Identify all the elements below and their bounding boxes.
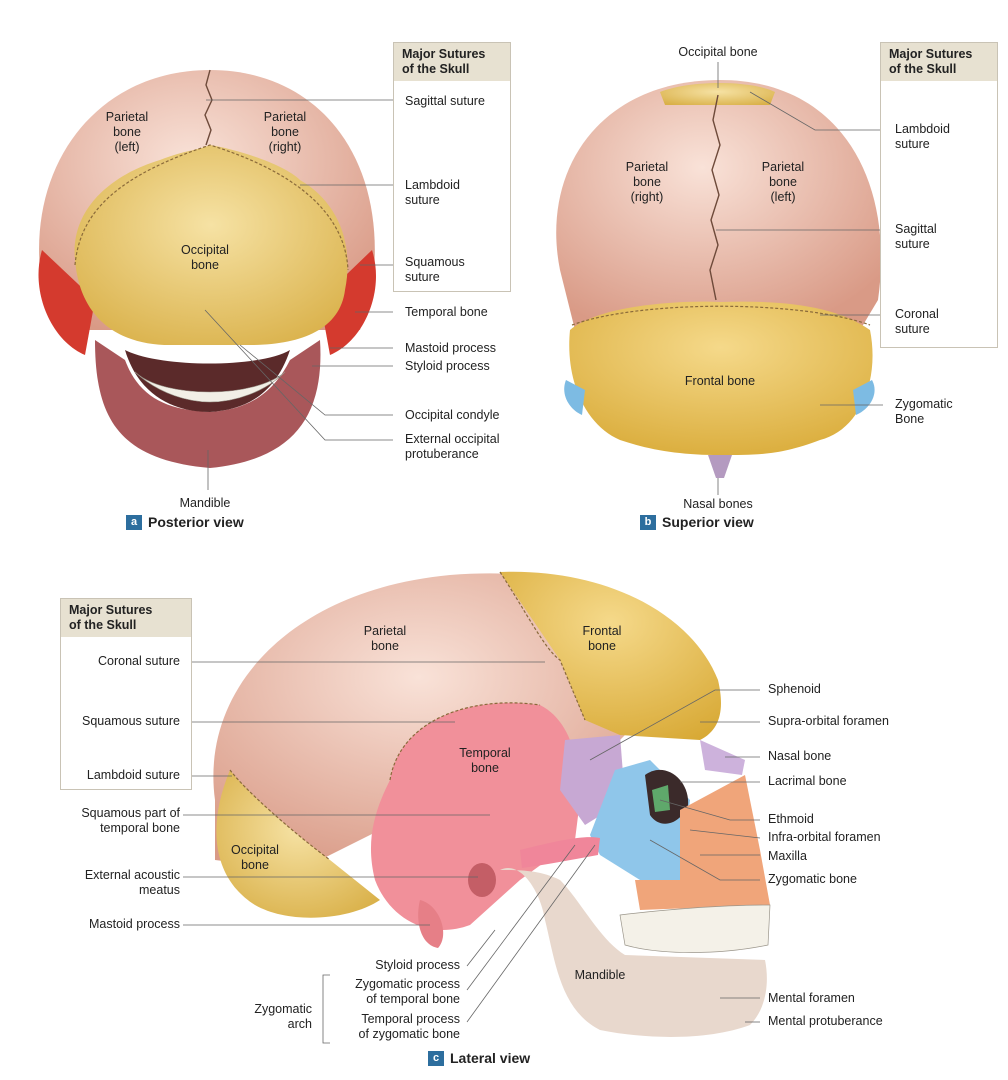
lateral-zygomatic-arch (520, 837, 600, 868)
lateral-lambdoid-suture (229, 769, 331, 861)
superior-zygomatic-right (853, 380, 875, 415)
superior-sagittal-suture (709, 94, 721, 301)
superior-label-nasal: Nasal bones (683, 497, 753, 511)
superior-sutures-box: Major Sutures of the Skull (880, 42, 998, 348)
lateral-label-lacrimal: Lacrimal bone (768, 774, 847, 788)
lateral-label-zygomatic-arch: Zygomatic arch (254, 1002, 312, 1031)
posterior-label-mastoid: Mastoid process (405, 341, 497, 355)
superior-parietal (556, 80, 882, 330)
lateral-label-supraorbital: Supra-orbital foramen (768, 714, 889, 728)
lateral-leader-lines (183, 661, 761, 1044)
posterior-mandible (95, 340, 321, 468)
lateral-label-acoustic-meatus: External acoustic meatus (84, 868, 180, 897)
lateral-ethmoid (652, 785, 670, 812)
lateral-label-zygomatic-process: Zygomatic process of temporal bone (355, 977, 460, 1006)
superior-label-occipital: Occipital bone (678, 45, 758, 59)
lateral-label-mental-foramen: Mental foramen (768, 991, 855, 1005)
posterior-suture-squamous: Squamous suture (405, 255, 465, 284)
superior-suture-lambdoid: Lambdoid suture (895, 122, 950, 151)
superior-suture-sagittal: Sagittal suture (895, 222, 937, 251)
lateral-suture-coronal: Coronal suture (98, 654, 180, 668)
lateral-label-mastoid: Mastoid process (88, 917, 180, 931)
lateral-skull (213, 571, 771, 1037)
posterior-temporal-left (38, 250, 95, 355)
posterior-suture-lambdoid: Lambdoid suture (405, 178, 460, 207)
posterior-leader-lines (204, 99, 393, 490)
superior-suture-coronal: Coronal suture (895, 307, 939, 336)
lateral-label-parietal: Parietal bone (363, 624, 407, 653)
posterior-label-occipital: Occipital bone (181, 243, 229, 272)
posterior-label-occipital-condyle: Occipital condyle (405, 408, 500, 422)
posterior-label-parietal-right: Parietal bone (right) (263, 110, 307, 154)
posterior-label-occipital-protuberance: External occipital protuberance (405, 432, 500, 461)
lateral-label-ethmoid: Ethmoid (768, 812, 814, 826)
lateral-coronal-suture (499, 571, 586, 721)
lateral-label-nasal-bone: Nasal bone (768, 749, 832, 763)
superior-skull (556, 80, 882, 478)
lateral-label-sphenoid: Sphenoid (768, 682, 821, 696)
lateral-label-infraorbital: Infra-orbital foramen (768, 830, 881, 844)
superior-nasal (708, 455, 732, 478)
posterior-label-styloid: Styloid process (405, 359, 490, 373)
superior-label-parietal-left: Parietal bone (left) (761, 160, 805, 204)
posterior-mouth (125, 350, 290, 412)
superior-label-parietal-right: Parietal bone (right) (625, 160, 669, 204)
lateral-maxilla (635, 775, 770, 910)
lateral-suture-lambdoid: Lambdoid suture (86, 768, 180, 782)
superior-caption-text: Superior view (662, 514, 754, 530)
superior-caption: b Superior view (640, 514, 754, 530)
superior-sutures-box-title: Major Sutures of the Skull (881, 43, 997, 81)
posterior-sutures-box: Major Sutures of the Skull (393, 42, 511, 292)
posterior-caption: a Posterior view (126, 514, 244, 530)
lateral-label-squamous-temporal: Squamous part of temporal bone (81, 806, 180, 835)
lateral-caption-badge: c (428, 1050, 444, 1066)
superior-coronal-suture (571, 305, 871, 326)
posterior-label-temporal: Temporal bone (405, 305, 488, 319)
lateral-label-temporal: Temporal bone (459, 746, 511, 775)
lateral-label-zygomatic: Zygomatic bone (768, 872, 857, 886)
posterior-teeth (134, 371, 286, 403)
posterior-label-mandible: Mandible (179, 496, 231, 510)
posterior-skull (38, 69, 376, 468)
posterior-label-parietal-left: Parietal bone (left) (105, 110, 149, 154)
lateral-mastoid (418, 900, 444, 948)
lateral-suture-squamous: Squamous suture (82, 714, 180, 728)
posterior-temporal-right (320, 250, 376, 355)
lateral-nasal (700, 740, 745, 775)
lateral-label-temporal-process: Temporal process of zygomatic bone (358, 1012, 460, 1041)
lateral-occipital (216, 770, 380, 918)
superior-caption-badge: b (640, 514, 656, 530)
lateral-frontal (500, 571, 721, 740)
lateral-label-mental-protuberance: Mental protuberance (768, 1014, 883, 1028)
lateral-squamous-suture (389, 702, 541, 781)
lateral-caption-text: Lateral view (450, 1050, 531, 1066)
lateral-acoustic-meatus (468, 863, 496, 897)
lateral-caption: c Lateral view (428, 1050, 530, 1066)
superior-label-zygomatic: Zygomatic Bone (895, 397, 953, 426)
posterior-caption-badge: a (126, 514, 142, 530)
lateral-label-mandible: Mandible (574, 968, 626, 982)
lateral-teeth (619, 904, 771, 953)
superior-occipital (660, 83, 775, 105)
posterior-sagittal-suture (204, 69, 213, 146)
posterior-suture-sagittal: Sagittal suture (405, 94, 485, 108)
superior-zygomatic-left (564, 380, 585, 415)
lateral-sutures-box: Major Sutures of the Skull (60, 598, 192, 790)
posterior-lambdoid-suture (74, 144, 349, 271)
superior-leader-lines (716, 62, 883, 495)
superior-frontal (569, 301, 873, 455)
lateral-label-styloid: Styloid process (375, 958, 460, 972)
lateral-label-maxilla: Maxilla (768, 849, 807, 863)
posterior-occipital (74, 145, 348, 345)
lateral-mandible (500, 868, 767, 1037)
lateral-label-occipital: Occipital bone (231, 843, 279, 872)
superior-label-frontal: Frontal bone (684, 374, 756, 388)
lateral-label-frontal: Frontal bone (582, 624, 622, 653)
lateral-sutures-box-title: Major Sutures of the Skull (61, 599, 191, 637)
posterior-caption-text: Posterior view (148, 514, 244, 530)
posterior-sutures-box-title: Major Sutures of the Skull (394, 43, 510, 81)
